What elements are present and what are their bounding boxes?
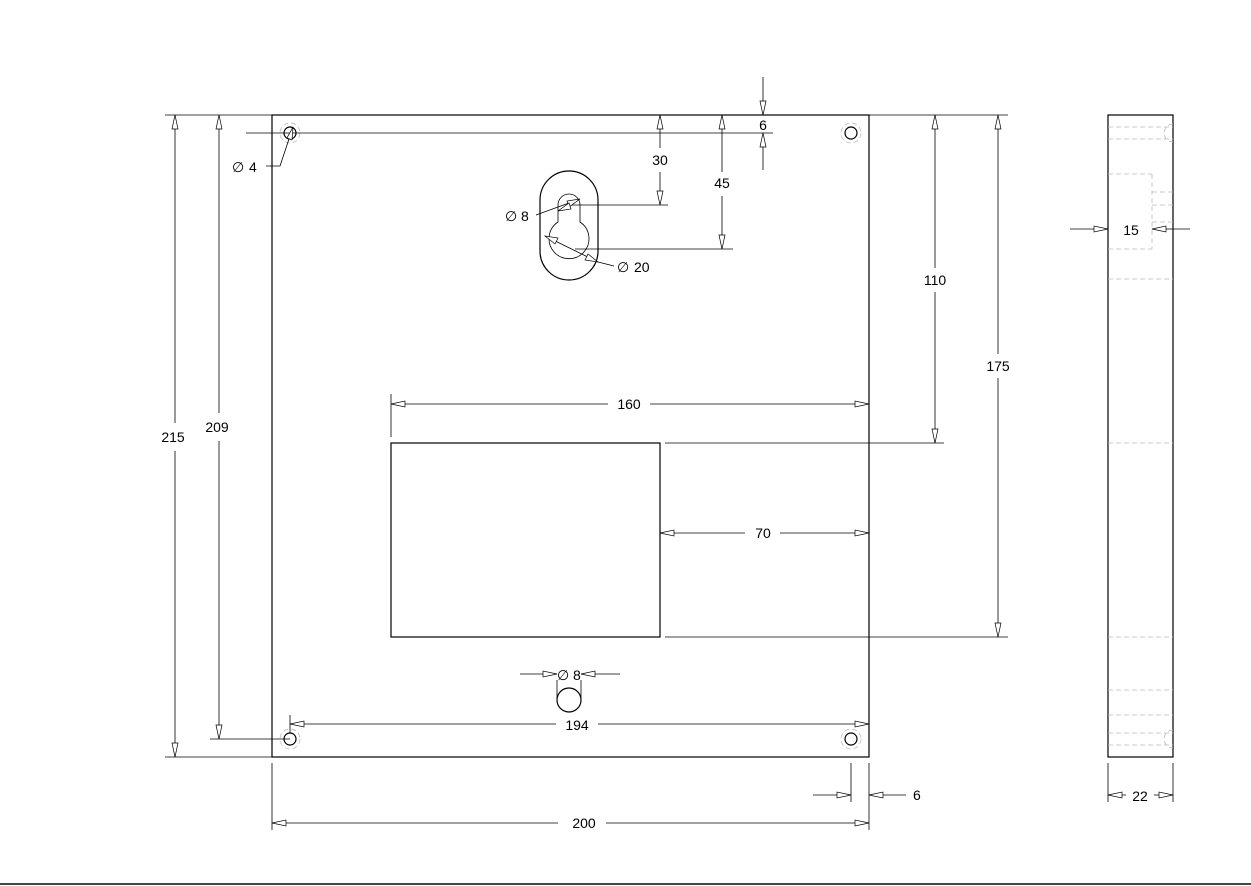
dimension-labels: 215 209 ∅ 4 6 30 45 ∅ 8 ∅ 20 110 175 160…: [156, 117, 1148, 831]
window-bottom-border: [0, 883, 1251, 885]
front-view: [271, 114, 870, 758]
dim-side-edge-offset: 6: [913, 787, 921, 803]
side-outline: [1107, 114, 1174, 758]
dim-overall-height: 215: [161, 429, 185, 445]
dimension-lines: [165, 77, 1008, 830]
dim-keyhole-small-offset: 30: [652, 152, 668, 168]
diameter-symbol: ∅: [505, 208, 517, 224]
mounting-hole-top-right: [840, 122, 862, 144]
dim-side-pocket-depth: 15: [1123, 222, 1139, 238]
dim-cutout-width: 160: [617, 396, 641, 412]
dim-hole-spacing-vertical: 209: [205, 419, 229, 435]
dim-cutout-bottom-offset: 175: [986, 358, 1010, 374]
diameter-symbol: ∅: [617, 259, 629, 275]
mounting-hole-bottom-right: [840, 728, 862, 750]
dim-bottom-hole-diameter: 8: [573, 667, 581, 683]
diameter-symbol: ∅: [232, 159, 244, 175]
dim-hole-diameter: 4: [249, 159, 257, 175]
dim-keyhole-small-diameter: 8: [521, 208, 529, 224]
bottom-hole: [556, 687, 582, 713]
panel-outline: [271, 114, 870, 758]
dim-top-edge-offset: 6: [759, 117, 767, 133]
side-view: [1070, 114, 1190, 802]
diameter-symbol: ∅: [557, 667, 569, 683]
rectangular-cutout: [390, 442, 661, 638]
dim-cutout-right-margin: 70: [755, 525, 771, 541]
dim-cutout-top-offset: 110: [924, 272, 947, 288]
dim-side-thickness: 22: [1132, 788, 1148, 804]
dim-hole-spacing-horizontal: 194: [565, 717, 589, 733]
dim-overall-width: 200: [572, 815, 596, 831]
keyhole-slot: [539, 170, 599, 281]
dim-keyhole-large-offset: 45: [714, 175, 730, 191]
dim-keyhole-large-diameter: 20: [634, 259, 650, 275]
